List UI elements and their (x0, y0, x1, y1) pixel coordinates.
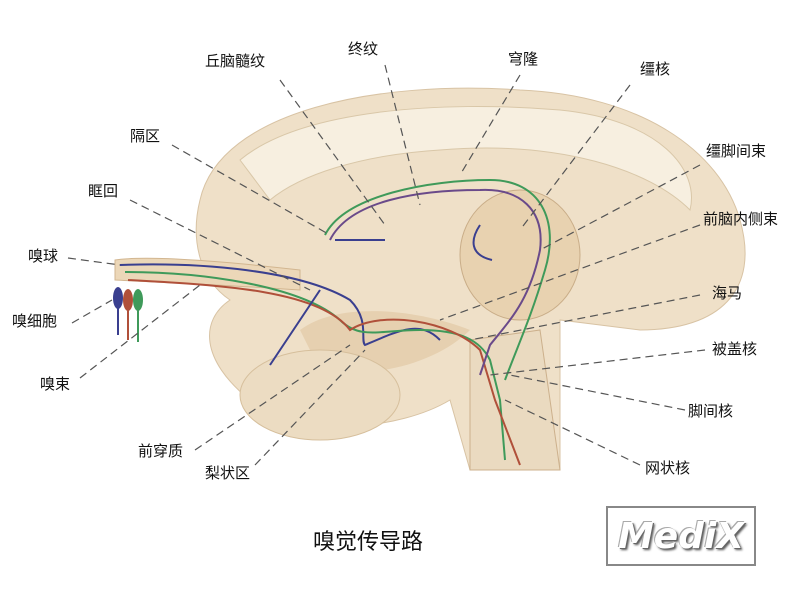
label-olfactory-tract: 嗅束 (40, 375, 71, 393)
label-medial-forebrain-bundle: 前脑内侧束 (703, 210, 779, 228)
label-tegmental-nucleus: 被盖核 (712, 340, 758, 358)
olfactory-pathways (119, 178, 551, 466)
figure-title: 嗅觉传导路 (313, 530, 424, 555)
label-septal-area: 隔区 (130, 127, 161, 145)
leader-lines (67, 64, 706, 466)
label-anterior-perforated-substance: 前穿质 (138, 442, 184, 460)
label-habenular-nucleus: 缰核 (640, 60, 671, 78)
watermark-logo: MediX (606, 506, 756, 566)
label-orbital-gyrus: 眶回 (88, 182, 119, 200)
label-piriform-area: 梨状区 (205, 464, 251, 482)
label-interpeduncular-nucleus: 脚间核 (688, 402, 734, 420)
label-habenulo-interpeduncular-tract: 缰脚间束 (706, 142, 767, 160)
label-olfactory-cells: 嗅细胞 (12, 312, 58, 330)
label-fornix: 穹隆 (508, 50, 539, 68)
label-hippocampus: 海马 (712, 284, 743, 302)
label-olfactory-bulb: 嗅球 (28, 247, 59, 265)
brain-tissue (114, 87, 746, 471)
label-stria-medullaris: 丘脑髓纹 (205, 52, 266, 70)
label-reticular-nucleus: 网状核 (645, 459, 691, 477)
label-stria-terminalis: 终纹 (348, 40, 379, 58)
olfactory-cell-bodies (113, 287, 143, 342)
